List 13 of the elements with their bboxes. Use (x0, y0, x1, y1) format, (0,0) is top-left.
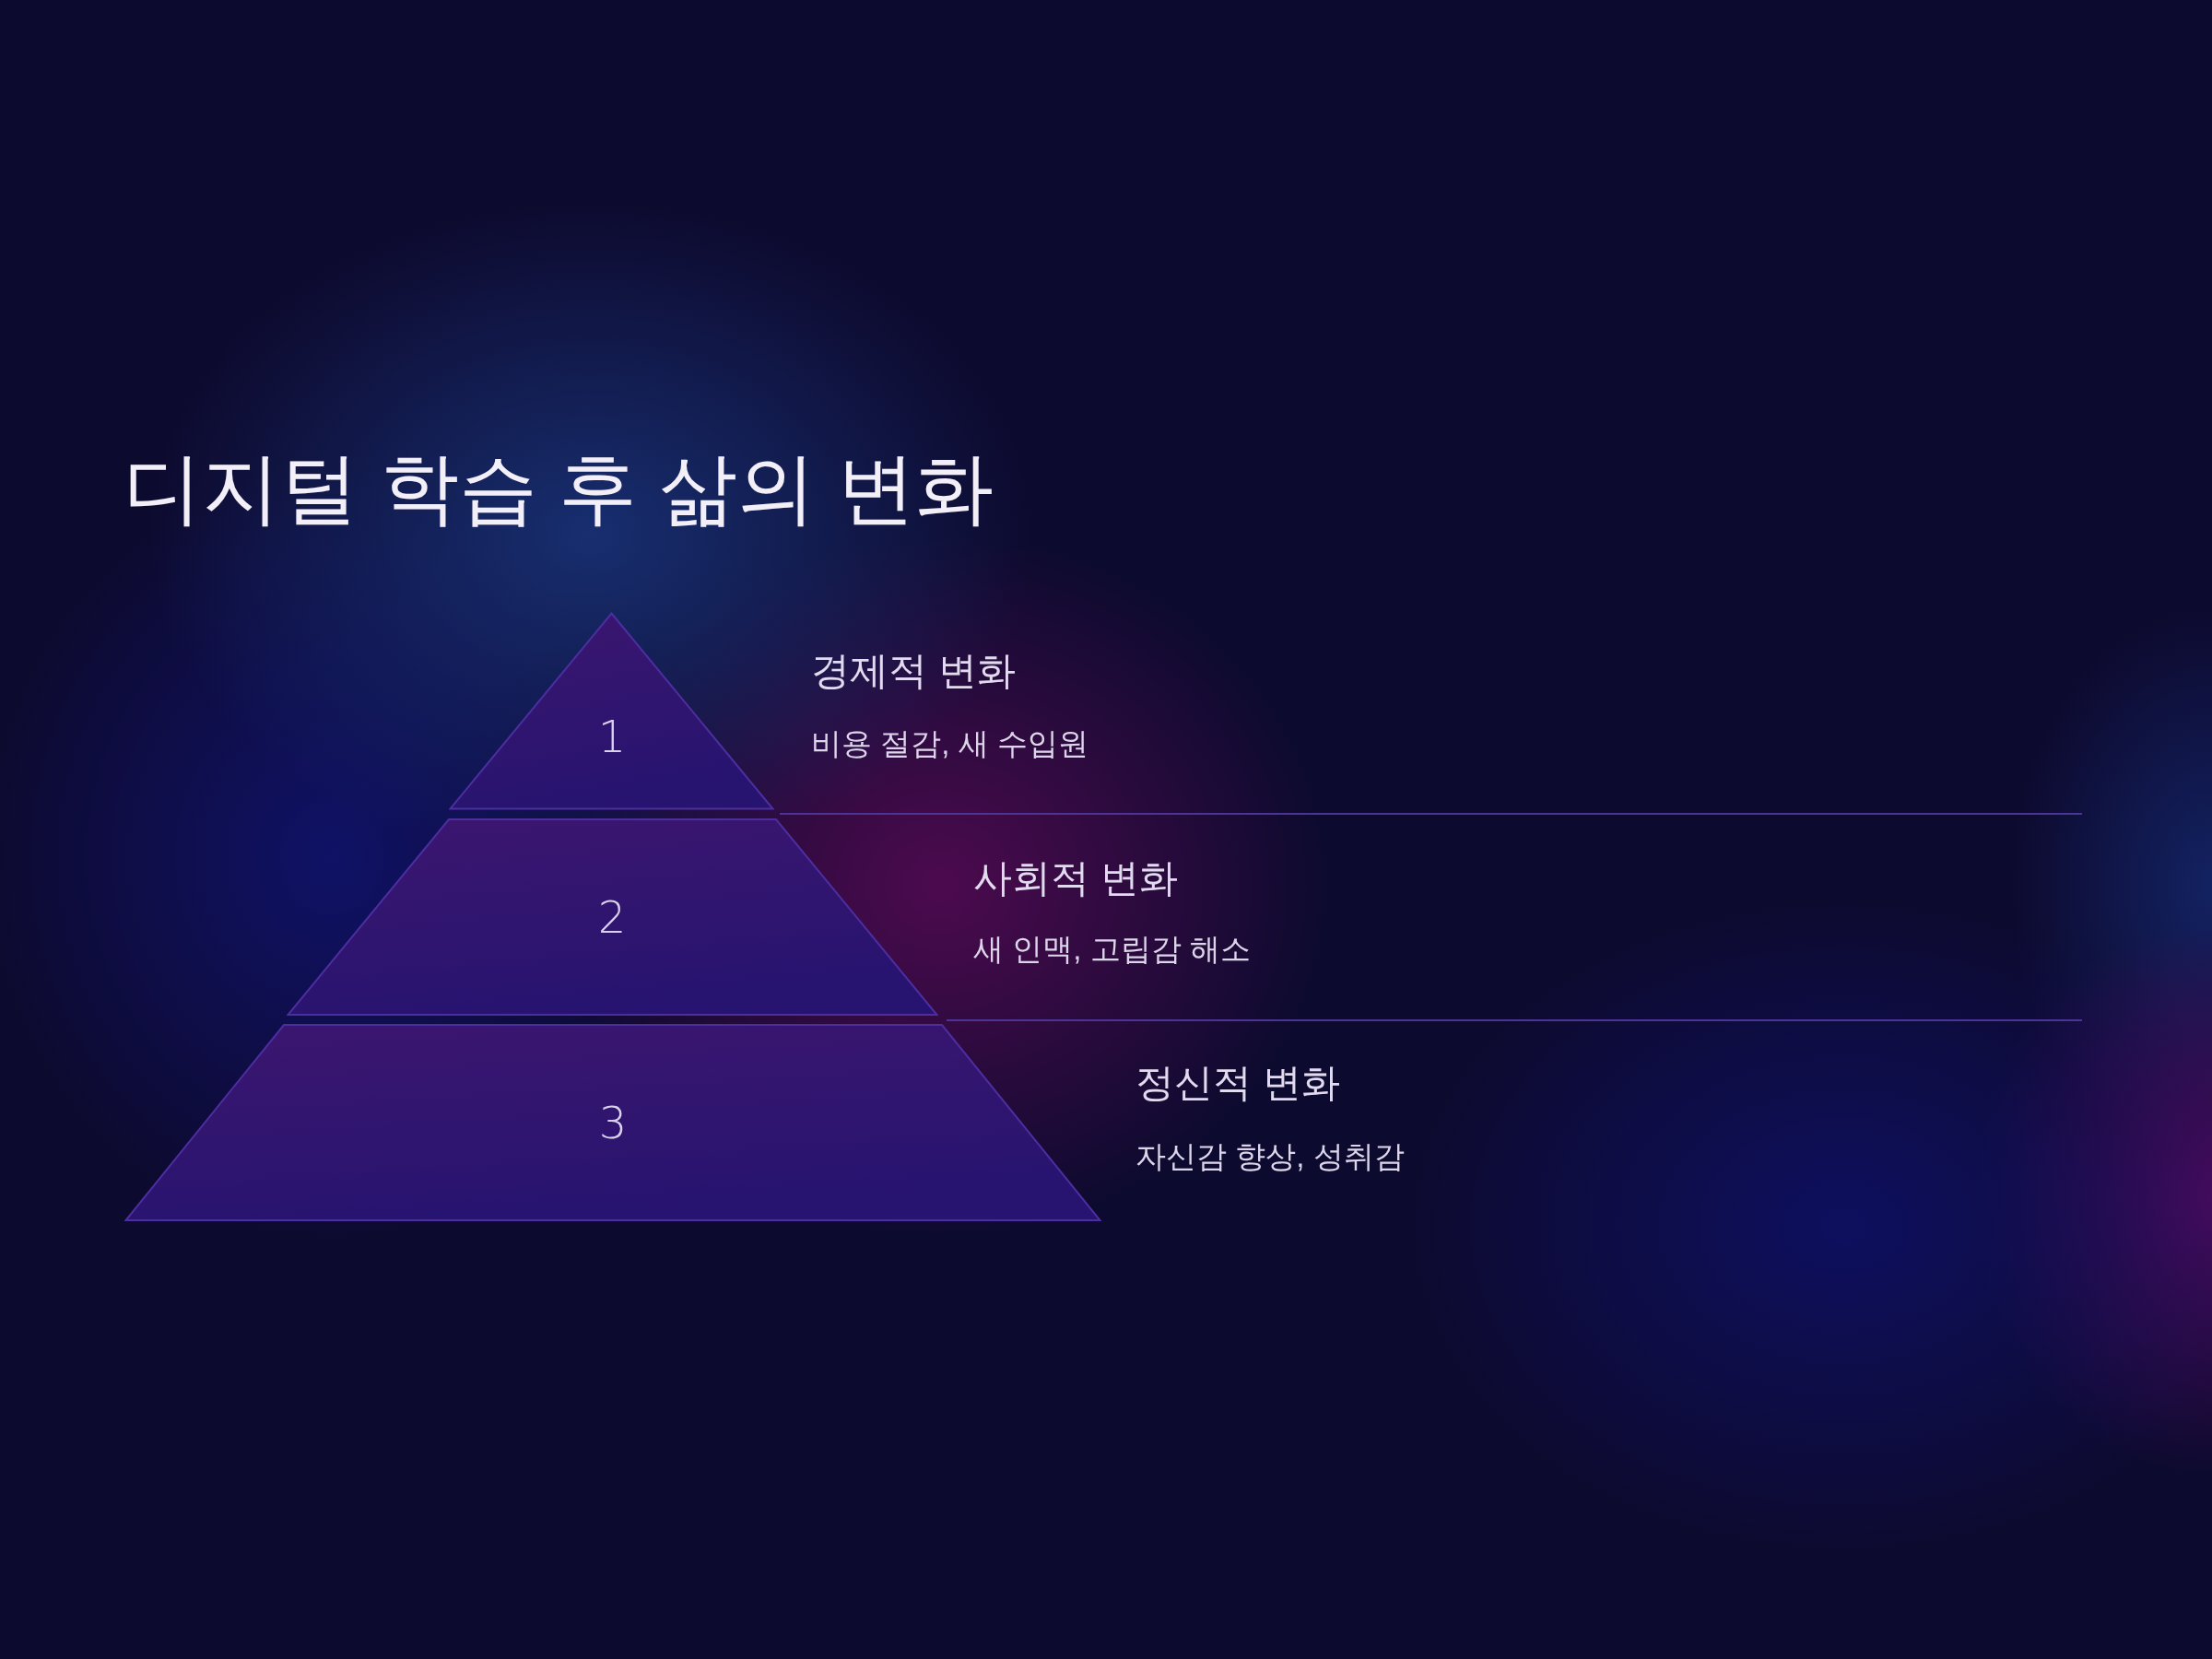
tier-heading: 정신적 변화 (1135, 1059, 1340, 1106)
tier-number: 1 (597, 711, 627, 762)
pyramid-tier (449, 612, 774, 810)
title: 디지털 학습 후 삶의 변화 (124, 448, 994, 529)
pyramid-tier (287, 818, 938, 1016)
tier-description: 새 인맥, 고립감 해소 (973, 931, 1251, 968)
tier-heading: 사회적 변화 (973, 854, 1178, 901)
pyramid-tier (124, 1024, 1101, 1221)
tier-number: 3 (598, 1097, 628, 1148)
tier-description: 자신감 향상, 성취감 (1135, 1138, 1405, 1175)
tier-heading: 경제적 변화 (811, 647, 1016, 694)
tier-number: 2 (597, 891, 627, 943)
tier-description: 비용 절감, 새 수입원 (811, 725, 1088, 762)
